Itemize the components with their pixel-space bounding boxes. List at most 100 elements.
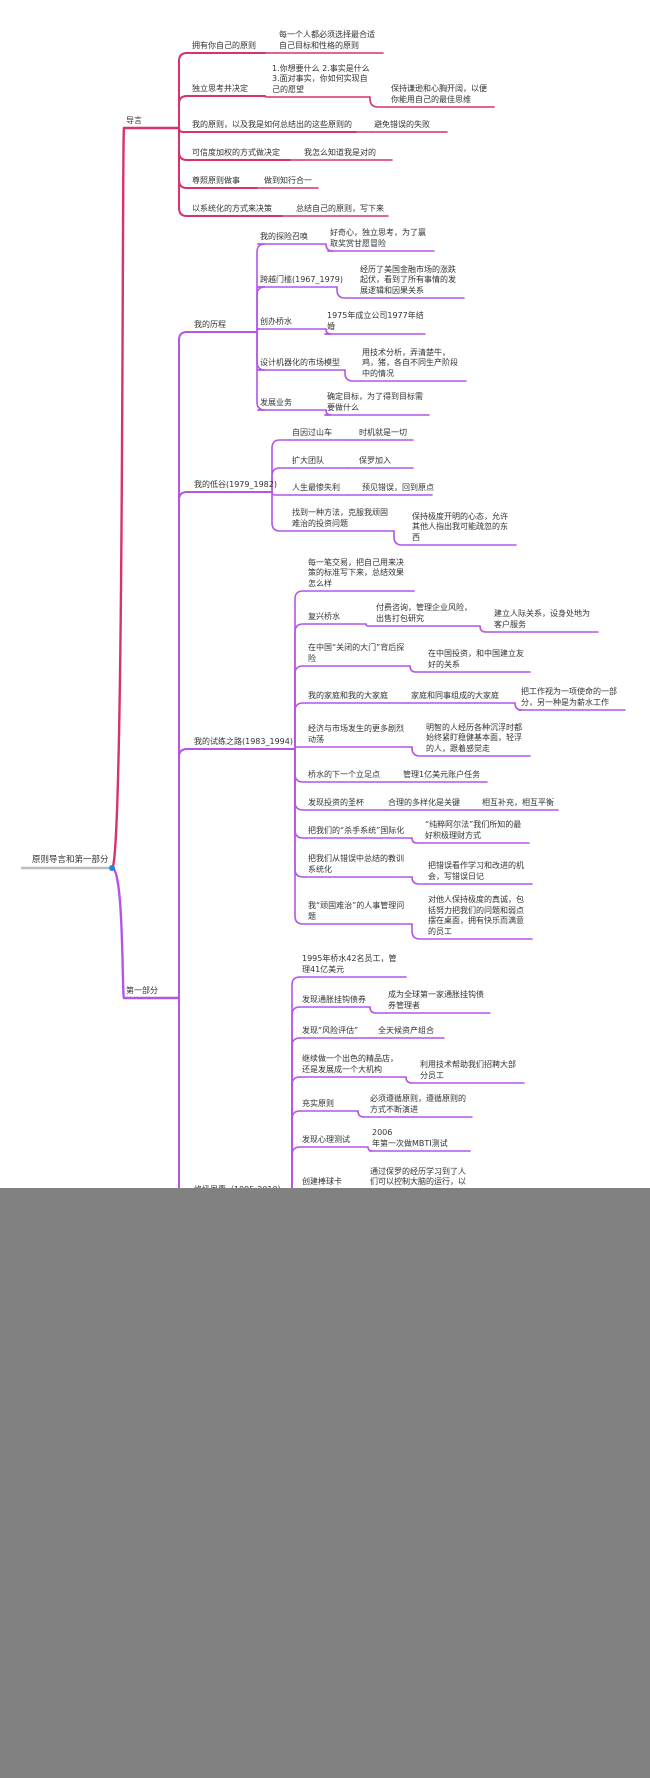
connector-part1-2-2 — [294, 665, 307, 750]
node-part1-0-3-0[interactable]: 用技术分析，弄清楚牛， 鸡，猪，各自不同生产阶段 中的情况 — [362, 347, 458, 378]
node-part1-3-1[interactable]: 发现通胀挂钩债券 — [302, 994, 366, 1004]
node-part1-0-3[interactable]: 设计机器化的市场模型 — [260, 357, 340, 367]
node-part1-3-4[interactable]: 充实原则 — [302, 1098, 334, 1108]
node-intro-3[interactable]: 可信度加权的方式做决定 — [192, 147, 280, 157]
connector-part1-0 — [178, 331, 193, 999]
node-intro-0-0[interactable]: 每一个人都必须选择最合适 自己目标和性格的原则 — [279, 30, 375, 50]
connector-part1-3-0 — [291, 976, 301, 1198]
connector-part1-1-0 — [271, 439, 291, 493]
node-part1-1-0-0[interactable]: 时机就是一切 — [359, 427, 407, 437]
node-part1-0-2[interactable]: 创办桥水 — [260, 316, 292, 326]
node-part1-2-7[interactable]: 把我们的“杀手系统”国际化 — [308, 825, 405, 835]
node-intro-2-0[interactable]: 避免错误的失败 — [374, 119, 430, 129]
connector-part1 — [110, 866, 126, 1000]
node-part1-2[interactable]: 我的试练之路(1983_1994) — [194, 736, 293, 746]
node-root[interactable]: 原则导言和第一部分 — [32, 855, 109, 865]
node-part1-0[interactable]: 我的历程 — [194, 319, 226, 329]
node-part1-0-4-0[interactable]: 确定目标，为了得到目标需 要做什么 — [327, 392, 423, 412]
connector-intro-1-0 — [264, 95, 271, 98]
node-part1-2-1-0-0[interactable]: 建立人际关系，设身处地为 客户服务 — [494, 609, 590, 629]
node-part1-3-2-0[interactable]: 全天候资产组合 — [378, 1025, 434, 1035]
node-part1-2-4[interactable]: 经济与市场发生的更多剧烈 动荡 — [308, 724, 404, 744]
node-part1[interactable]: 第一部分 — [126, 985, 158, 995]
node-part1-2-6-0[interactable]: 合理的多样化是关键 — [388, 797, 460, 807]
node-part1-0-2-0[interactable]: 1975年成立公司1977年结 婚 — [327, 311, 424, 331]
node-part1-3-0[interactable]: 1995年桥水42名员工，管 理41亿美元 — [302, 954, 397, 974]
connector-part1-0-1-0 — [336, 286, 359, 299]
connector-part1-2-1 — [294, 623, 307, 750]
node-part1-2-4-0[interactable]: 明智的人经历各种沉浮时都 始终紧盯稳健基本面，轻浮 的人，跟着感觉走 — [426, 722, 522, 753]
connector-intro — [110, 126, 126, 870]
connector-part1-2-3-0-0 — [514, 702, 523, 711]
connector-part1-3-5 — [291, 1146, 301, 1198]
node-intro-5-0[interactable]: 总结自己的原则，写下来 — [296, 203, 384, 213]
node-part1-2-3-0[interactable]: 家庭和同事组成的大家庭 — [411, 690, 499, 700]
connector-part1-3-1 — [291, 1006, 301, 1198]
node-intro-1-0-0[interactable]: 保持谦逊和心胸开阔，以便 你能用自己的最佳思维 — [391, 84, 487, 104]
node-part1-0-1-0[interactable]: 经历了美国金融市场的涨跌 起伏，看到了所有事情的发 展逻辑和因果关系 — [360, 264, 456, 295]
node-part1-0-0-0[interactable]: 好奇心，独立思考，为了赢 取奖赏甘愿冒险 — [330, 228, 426, 248]
node-part1-3-5[interactable]: 发现心理测试 — [302, 1134, 350, 1144]
node-part1-3-6[interactable]: 创建棒球卡 — [302, 1176, 342, 1186]
node-part1-0-1[interactable]: 跨越门槛(1967_1979) — [260, 274, 343, 284]
node-intro-1[interactable]: 独立思考并决定 — [192, 83, 248, 93]
root-collapse-dot[interactable] — [109, 865, 115, 871]
node-part1-2-3-0-0[interactable]: 把工作视为一项使命的一部 分，另一种是为薪水工作 — [521, 687, 617, 707]
connector-part1-0-4 — [256, 331, 266, 411]
connector-part1-3-5-0 — [367, 1146, 373, 1152]
connector-part1-2-9-0 — [411, 923, 427, 940]
node-intro-1-0[interactable]: 1.你想要什么 2.事实是什么 3.面对事实，你如何实现自 己的愿望 — [272, 63, 370, 94]
connector-part1-0-0-0 — [325, 243, 334, 252]
node-part1-2-3[interactable]: 我的家庭和我的大家庭 — [308, 690, 388, 700]
node-intro[interactable]: 导言 — [126, 115, 142, 125]
node-part1-2-6[interactable]: 发现投资的圣杯 — [308, 797, 364, 807]
connector-part1-0-3-0 — [344, 369, 361, 382]
node-part1-1-0[interactable]: 自因过山车 — [292, 427, 332, 437]
connector-part1-2-9 — [294, 748, 307, 925]
node-part1-2-2-0[interactable]: 在中国投资，和中国建立友 好的关系 — [428, 649, 524, 669]
node-part1-1-3-0[interactable]: 保持极度开明的心态，允许 其他人指出我可能疏忽的东 西 — [412, 511, 508, 542]
node-part1-2-9-0[interactable]: 对他人保持极度的真诚，包 括努力把我们的问题和弱点 摆在桌面，拥有快乐而满意 的… — [428, 895, 524, 936]
node-intro-4-0[interactable]: 做到知行合一 — [264, 175, 312, 185]
node-intro-3-0[interactable]: 我怎么知道我是对的 — [304, 147, 376, 157]
node-part1-3-3[interactable]: 继续做一个出色的精品店， 还是发展成一个大机构 — [302, 1054, 398, 1074]
node-part1-0-4[interactable]: 发展业务 — [260, 397, 292, 407]
node-part1-3-4-0[interactable]: 必须遵循原则，遵循原则的 方式不断演进 — [370, 1094, 466, 1114]
node-part1-2-8-0[interactable]: 把错误看作学习和改进的机 会，写错误日记 — [428, 861, 524, 881]
node-part1-1[interactable]: 我的低谷(1979_1982) — [194, 479, 277, 489]
connector-part1-1-3 — [271, 491, 291, 532]
node-intro-2[interactable]: 我的原则，以及我是如何总结出的这些原则的 — [192, 119, 352, 129]
node-part1-2-2[interactable]: 在中国“关闭的大门”背后探 险 — [308, 643, 405, 663]
node-part1-1-1-0[interactable]: 保罗加入 — [359, 455, 391, 465]
connector-part1-3-4-0 — [357, 1110, 369, 1118]
node-part1-1-2[interactable]: 人生最惨失利 — [292, 482, 340, 492]
node-part1-1-3[interactable]: 找到一种方法，克服我顽固 难治的投资问题 — [292, 508, 388, 528]
node-part1-2-1[interactable]: 复兴桥水 — [308, 611, 340, 621]
node-intro-0[interactable]: 拥有你自己的原则 — [192, 40, 256, 50]
node-part1-3-1-0[interactable]: 成为全球第一家通胀挂钩债 券管理者 — [388, 990, 484, 1010]
node-intro-4[interactable]: 尊照原则做事 — [192, 175, 240, 185]
node-intro-5[interactable]: 以系统化的方式来决策 — [192, 203, 272, 213]
connector-part1-3-4 — [291, 1110, 301, 1198]
node-part1-3-2[interactable]: 发现“风险评估” — [302, 1025, 359, 1035]
node-part1-2-7-0[interactable]: “纯粹阿尔法”我们所知的最 好积极理财方式 — [425, 820, 522, 840]
node-part1-1-2-0[interactable]: 预见错误，回到原点 — [362, 482, 434, 492]
node-part1-2-0[interactable]: 每一笔交易，把自己用来决 策的标准写下来，总结效果 怎么样 — [308, 557, 404, 588]
node-part1-0-0[interactable]: 我的探险召唤 — [260, 231, 308, 241]
node-part1-2-5-0[interactable]: 管理1亿美元账户任务 — [403, 769, 481, 779]
node-part1-2-6-0-0[interactable]: 相互补充，相互平衡 — [482, 797, 554, 807]
node-part1-2-9[interactable]: 我“顽固难治”的人事管理问 题 — [308, 901, 405, 921]
node-part1-3-3-0[interactable]: 利用技术帮助我们招聘大部 分员工 — [420, 1060, 516, 1080]
node-part1-1-1[interactable]: 扩大团队 — [292, 455, 324, 465]
connector-part1-2-4 — [294, 746, 307, 750]
connector-part1-2-1-0-0 — [479, 625, 493, 633]
node-part1-2-8[interactable]: 把我们从错误中总结的教训 系统化 — [308, 854, 404, 874]
connector-intro-0 — [178, 52, 191, 129]
connector-part1-2-8 — [294, 748, 307, 878]
node-part1-3-5-0[interactable]: 2006 年第一次做MBTI测试 — [372, 1128, 448, 1148]
node-part1-2-1-0[interactable]: 付费咨询，管理企业风险， 出售打包研究 — [376, 603, 472, 623]
node-part1-2-5[interactable]: 桥水的下一个立足点 — [308, 769, 380, 779]
connector-part1-2-3 — [294, 702, 307, 750]
